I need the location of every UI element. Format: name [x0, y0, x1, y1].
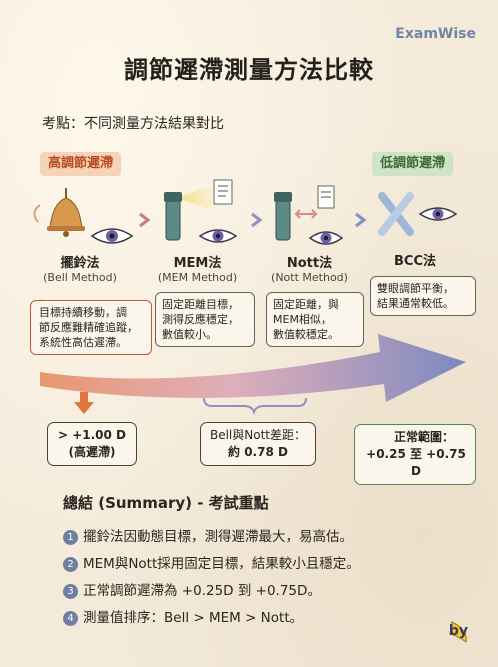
bracket-icon: [203, 397, 307, 416]
note-line: 測得反應穩定，: [162, 313, 239, 326]
result-label: (高遲滯): [68, 445, 116, 459]
nott-note: 固定距離，與 MEM相似， 數值較穩定。: [266, 292, 364, 347]
eye-icon: [198, 229, 238, 243]
method-name: BCC法: [394, 254, 436, 269]
brand-logo: ExamWise: [395, 26, 476, 42]
eye-icon: [308, 231, 344, 245]
bcc-note: 雙眼調節平衡， 結果通常較低。: [370, 276, 476, 316]
method-sub: (MEM Method): [157, 271, 238, 284]
note-line: 目標持續移動，調: [39, 306, 127, 319]
number-badge: 4: [63, 611, 78, 626]
result-value: +0.25 至 +0.75 D: [366, 447, 466, 478]
method-bcc: BCC法: [380, 250, 450, 269]
note-line: 數值較小。: [162, 328, 217, 341]
note-line: 固定距離，與: [273, 298, 339, 311]
summary-text: MEM與Nott採用固定目標，結果較小且穩定。: [83, 556, 360, 572]
byline: by: [448, 623, 468, 639]
note-line: 數值較穩定。: [273, 328, 339, 341]
eye-icon: [418, 207, 458, 221]
retinoscope-icon: [274, 185, 335, 241]
note-line: 系統性高估遲滯。: [39, 336, 127, 349]
summary-text: 正常調節遲滯為 +0.25D 到 +0.75D。: [83, 583, 321, 599]
banana-icon: [449, 621, 467, 643]
diff-result-box: Bell與Nott差距： 約 0.78 D: [200, 422, 316, 466]
note-line: 雙眼調節平衡，: [377, 282, 454, 295]
page-subtitle: 考點：不同測量方法結果對比: [42, 116, 224, 132]
note-line: 節反應難精確追蹤，: [39, 321, 138, 334]
summary-item: 4 測量值排序：Bell > MEM > Nott。: [63, 606, 303, 626]
note-line: MEM相似，: [273, 313, 332, 326]
high-lag-tag: 高調節遲滯: [40, 152, 122, 176]
note-line: 固定距離目標，: [162, 298, 239, 311]
retinoscope-icon: [164, 179, 233, 241]
arrow-down-icon: [74, 392, 94, 414]
page-title: 調節遲滯測量方法比較: [124, 56, 374, 84]
summary-title: 總結 (Summary) - 考試重點: [63, 494, 269, 512]
bell-result-box: > +1.00 D (高遲滯): [47, 422, 137, 466]
method-sub: (Bell Method): [43, 271, 117, 284]
summary-item: 2 MEM與Nott採用固定目標，結果較小且穩定。: [63, 552, 360, 572]
chevron-right-icon: [355, 212, 367, 228]
mem-note: 固定距離目標， 測得反應穩定， 數值較小。: [155, 292, 255, 347]
summary-item: 1 擺鈴法因動態目標，測得遲滯最大，易高估。: [63, 525, 353, 545]
method-name: MEM法: [173, 256, 222, 271]
number-badge: 2: [63, 557, 78, 572]
chevron-right-icon: [251, 212, 263, 228]
bell-icon: [33, 188, 85, 237]
trend-arrow: [40, 334, 466, 402]
chevron-right-icon: [139, 212, 151, 228]
number-badge: 3: [63, 584, 78, 599]
method-name: Nott法: [286, 256, 333, 271]
summary-item: 3 正常調節遲滯為 +0.25D 到 +0.75D。: [63, 579, 321, 599]
method-bell: 擺鈴法 (Bell Method): [40, 252, 120, 284]
eye-icon: [90, 228, 134, 244]
cross-lens-icon: [378, 192, 414, 236]
result-value: 約 0.78 D: [228, 445, 288, 459]
summary-text: 擺鈴法因動態目標，測得遲滯最大，易高估。: [83, 529, 353, 545]
method-name: 擺鈴法: [60, 256, 100, 271]
normal-range-box: 正常範圍： +0.25 至 +0.75 D: [354, 424, 476, 485]
result-value: > +1.00 D: [57, 428, 127, 442]
result-label: 正常範圍：: [393, 430, 454, 444]
number-badge: 1: [63, 530, 78, 545]
note-line: 結果通常較低。: [377, 297, 454, 310]
low-lag-tag: 低調節遲滯: [372, 152, 454, 176]
bell-note: 目標持續移動，調 節反應難精確追蹤， 系統性高估遲滯。: [30, 300, 152, 355]
method-nott: Nott法 (Nott Method): [262, 252, 357, 284]
result-label: Bell與Nott差距：: [209, 428, 306, 442]
method-mem: MEM法 (MEM Method): [150, 252, 245, 284]
method-sub: (Nott Method): [271, 271, 348, 284]
summary-text: 測量值排序：Bell > MEM > Nott。: [83, 610, 304, 626]
